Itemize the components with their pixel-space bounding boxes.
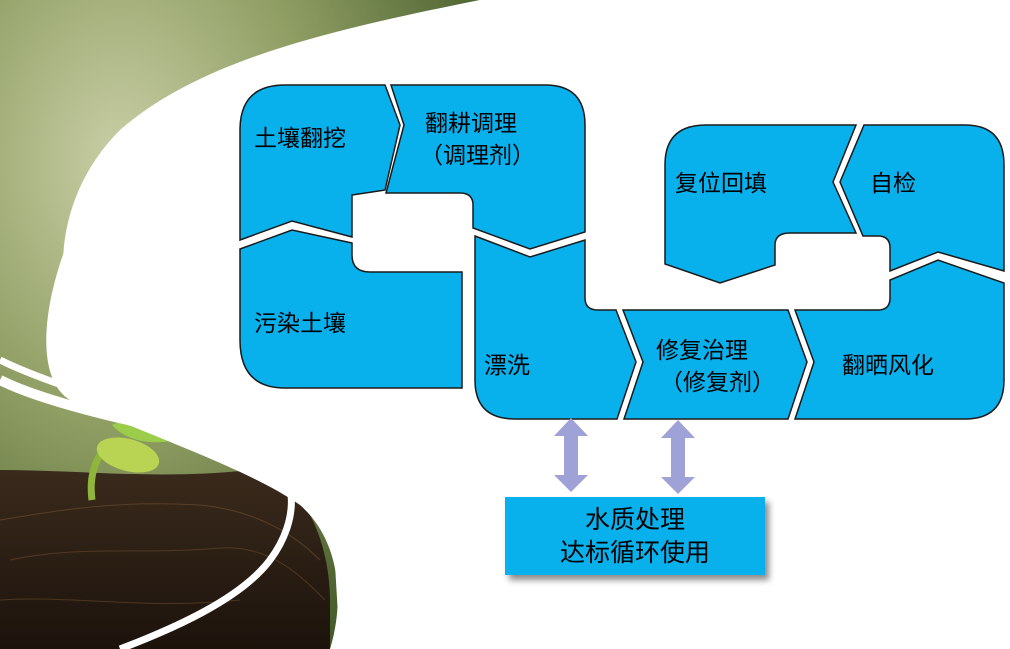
block-remediation-treatment	[621, 309, 808, 420]
label-self-inspection: 自检	[870, 171, 916, 197]
label-remediation-treatment: 修复治理	[656, 338, 748, 364]
block-backfill	[664, 124, 858, 284]
water-treatment-box: 水质处理 达标循环使用	[505, 497, 765, 575]
conditioner-text: 调理剂	[443, 143, 512, 169]
label-rinsing: 漂洗	[484, 353, 530, 379]
block-self-inspection	[839, 124, 1005, 273]
remediation-agent-text: 修复剂	[683, 370, 752, 396]
block-soil-excavation	[239, 84, 401, 242]
block-polluted-soil	[239, 229, 463, 389]
label-soil-excavation: 土壤翻挖	[254, 126, 346, 152]
label-tillage-conditioning: 翻耕调理	[425, 111, 517, 137]
block-tillage-conditioning	[385, 84, 586, 250]
block-turning-weathering	[793, 259, 1005, 420]
double-arrow-icon	[554, 418, 588, 492]
label-backfill: 复位回填	[675, 171, 767, 197]
water-box-line2: 达标循环使用	[559, 538, 710, 567]
label-polluted-soil: 污染土壤	[254, 311, 346, 337]
double-arrow-icon	[661, 420, 695, 494]
water-box-line1: 水质处理	[584, 505, 685, 534]
note-tillage-conditioning: （调理剂）	[420, 143, 535, 169]
label-turning-weathering: 翻晒风化	[842, 353, 934, 379]
note-remediation-treatment: （修复剂）	[660, 370, 775, 396]
block-rinsing	[474, 234, 637, 420]
